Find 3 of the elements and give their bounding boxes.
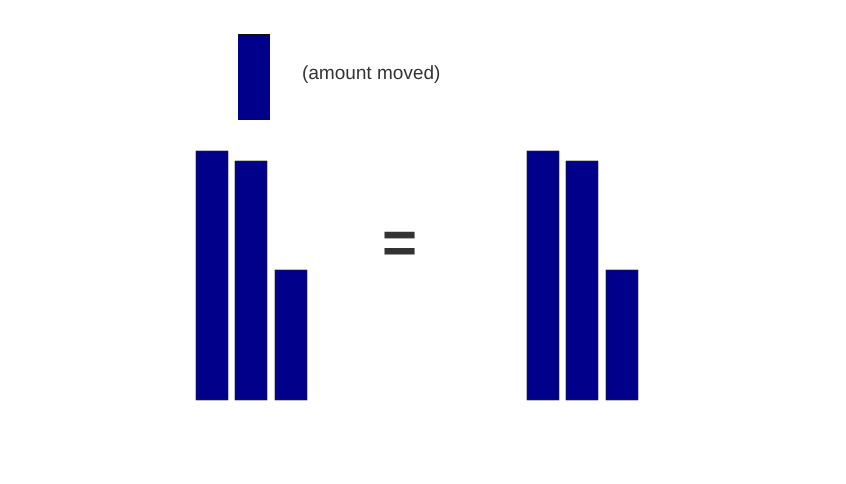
equals-sign: = bbox=[382, 213, 418, 273]
bar-shape bbox=[238, 34, 270, 120]
caption-text: (amount moved) bbox=[302, 63, 440, 85]
